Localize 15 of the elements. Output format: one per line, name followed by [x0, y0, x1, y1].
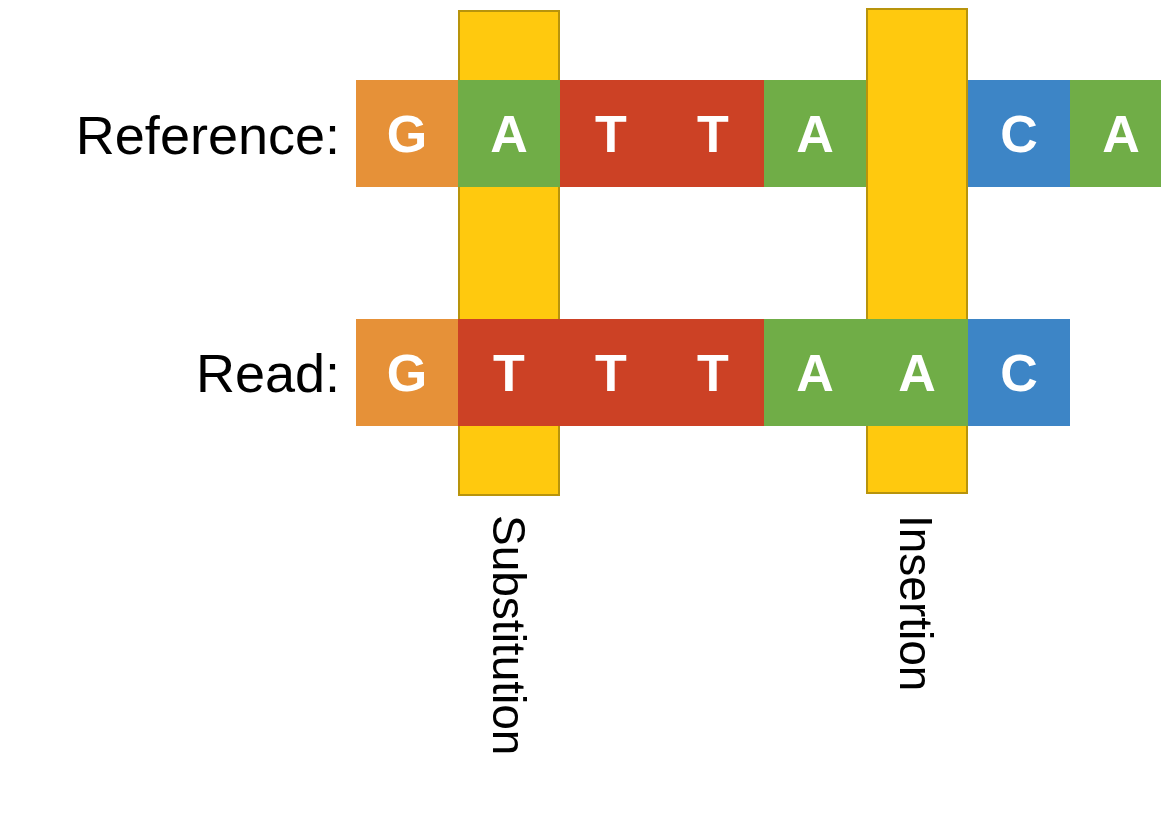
base-cell: C	[968, 80, 1070, 187]
base-cell: T	[662, 319, 764, 426]
row-label: Reference:	[74, 108, 340, 162]
row-label: Read:	[194, 346, 340, 400]
base-cell: A	[764, 80, 866, 187]
base-cell: G	[356, 319, 458, 426]
base-cell: C	[968, 319, 1070, 426]
base-cell: T	[560, 319, 662, 426]
base-cell: A	[1070, 80, 1161, 187]
variant-label: Insertion	[893, 515, 939, 692]
base-cell: T	[560, 80, 662, 187]
variant-label: Substitution	[486, 515, 532, 756]
base-cell: T	[662, 80, 764, 187]
base-cell: G	[356, 80, 458, 187]
base-cell: A	[764, 319, 866, 426]
